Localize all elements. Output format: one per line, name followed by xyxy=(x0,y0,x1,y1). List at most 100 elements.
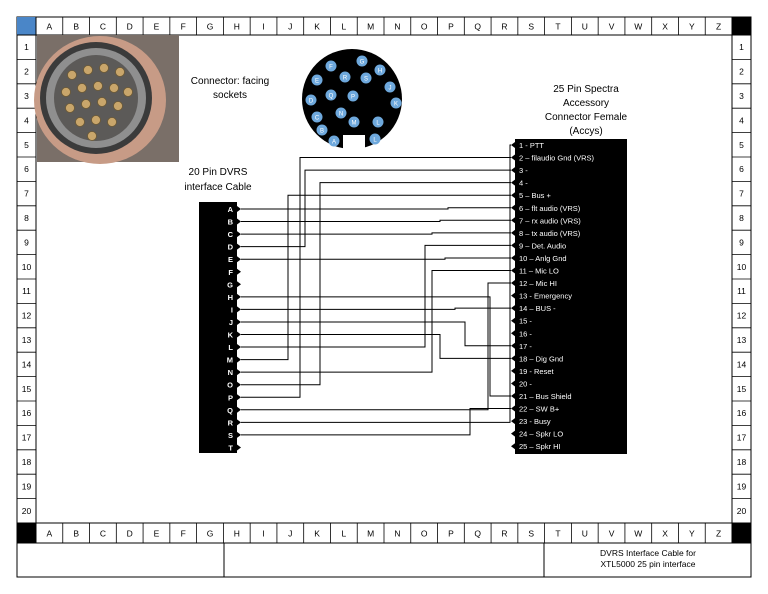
row-label-right: 19 xyxy=(737,481,747,491)
column-label-bottom: Y xyxy=(689,529,695,539)
row-label-left: 15 xyxy=(22,384,32,394)
svg-text:S: S xyxy=(364,76,368,82)
face-pin-r: R xyxy=(339,71,351,83)
face-pin-c: C xyxy=(311,111,323,123)
row-label-right: 18 xyxy=(737,457,747,467)
column-label-bottom: T xyxy=(555,529,560,539)
column-label-top: W xyxy=(634,22,642,32)
spectra-pin-2: 2 – filaudio Gnd (VRS) xyxy=(519,154,595,163)
column-label-top: N xyxy=(394,22,400,32)
column-label-top: C xyxy=(100,22,106,32)
row-label-right: 9 xyxy=(739,237,744,247)
row-label-right: 13 xyxy=(737,335,747,345)
wire-q-to-12 xyxy=(241,282,511,411)
column-label-top: M xyxy=(367,22,374,32)
svg-text:G: G xyxy=(360,59,365,65)
column-label-bottom: L xyxy=(341,529,346,539)
spectra-pin-5: 5 – Bus + xyxy=(519,191,552,200)
dvrs-connector-body xyxy=(199,202,237,453)
column-label-bottom: Q xyxy=(474,529,481,539)
spectra-pin-10: 10 – Anlg Gnd xyxy=(519,254,567,263)
dvrs-pin-h: H xyxy=(228,293,233,302)
column-label-top: F xyxy=(181,22,186,32)
row-label-left: 1 xyxy=(24,42,29,52)
dvrs-pin-j: J xyxy=(229,318,233,327)
face-pin-e: E xyxy=(311,74,323,86)
row-label-left: 18 xyxy=(22,457,32,467)
face-pin-b: B xyxy=(316,124,328,136)
column-label-bottom: W xyxy=(634,529,642,539)
dvrs-pin-n: N xyxy=(228,368,233,377)
dvrs-pin-b: B xyxy=(228,218,234,227)
svg-text:Q: Q xyxy=(329,93,334,99)
row-label-left: 12 xyxy=(22,311,32,321)
column-label-bottom: M xyxy=(367,529,374,539)
row-label-right: 1 xyxy=(739,42,744,52)
column-label-top: G xyxy=(207,22,214,32)
column-label-top: U xyxy=(582,22,588,32)
svg-text:K: K xyxy=(394,101,398,107)
dvrs-title-line2: interface Cable xyxy=(184,182,252,193)
column-label-top: Y xyxy=(689,22,695,32)
spectra-pin-19: 19 - Reset xyxy=(519,367,555,376)
column-label-top: V xyxy=(609,22,615,32)
svg-text:N: N xyxy=(339,111,343,117)
spectra-connector-body xyxy=(515,139,627,454)
column-label-bottom: D xyxy=(127,529,133,539)
svg-text:A: A xyxy=(332,139,336,145)
row-label-left: 13 xyxy=(22,335,32,345)
column-label-top: D xyxy=(127,22,133,32)
column-label-top: Z xyxy=(716,22,721,32)
row-label-right: 5 xyxy=(739,140,744,150)
row-label-right: 10 xyxy=(737,262,747,272)
dvrs-pin-c: C xyxy=(228,230,234,239)
face-pin-j: J xyxy=(384,81,396,93)
wire-l-to-9 xyxy=(241,244,511,348)
svg-text:M: M xyxy=(352,120,357,126)
column-label-bottom: F xyxy=(181,529,186,539)
wire-o-to-4 xyxy=(241,182,511,386)
spectra-pin-1: 1 - PTT xyxy=(519,141,544,150)
dvrs-pin-a: A xyxy=(228,205,234,214)
row-label-right: 7 xyxy=(739,189,744,199)
row-label-left: 5 xyxy=(24,140,29,150)
row-label-left: 19 xyxy=(22,481,32,491)
spectra-title-line2: Accessory xyxy=(563,98,609,109)
spectra-pin-23: 23 - Busy xyxy=(519,417,551,426)
face-pin-l: L xyxy=(369,133,381,145)
dvrs-pin-f: F xyxy=(228,268,233,277)
row-label-left: 10 xyxy=(22,262,32,272)
column-label-bottom: N xyxy=(394,529,400,539)
spectra-pin-15: 15 - xyxy=(519,317,532,326)
dvrs-pin-t: T xyxy=(228,443,233,452)
row-label-left: 14 xyxy=(22,359,32,369)
column-label-bottom: E xyxy=(154,529,160,539)
row-label-left: 4 xyxy=(24,115,29,125)
svg-text:B: B xyxy=(320,128,324,134)
column-label-top: R xyxy=(501,22,507,32)
title-block-line2: XTL5000 25 pin interface xyxy=(601,559,696,569)
column-label-bottom: I xyxy=(262,529,264,539)
column-label-top: X xyxy=(662,22,668,32)
row-label-left: 9 xyxy=(24,237,29,247)
row-label-right: 6 xyxy=(739,164,744,174)
column-label-top: J xyxy=(288,22,292,32)
spectra-pin-12: 12 – Mic HI xyxy=(519,279,557,288)
wire-b-to-7 xyxy=(241,219,511,223)
column-label-top: T xyxy=(555,22,560,32)
face-pin-f: F xyxy=(325,60,337,72)
column-label-bottom: B xyxy=(73,529,79,539)
svg-text:J: J xyxy=(389,85,392,91)
wire-e-to-10 xyxy=(241,257,511,260)
wire-i-to-14 xyxy=(241,307,511,310)
svg-text:F: F xyxy=(329,64,333,70)
wire-k-to-18 xyxy=(241,334,511,359)
face-pin-d: D xyxy=(305,94,317,106)
row-label-left: 7 xyxy=(24,189,29,199)
column-label-bottom: X xyxy=(662,529,668,539)
svg-text:L: L xyxy=(376,120,380,126)
dvrs-title-line1: 20 Pin DVRS xyxy=(189,167,248,178)
column-label-bottom: V xyxy=(609,529,615,539)
spectra-pin-6: 6 – flt audio (VRS) xyxy=(519,204,581,213)
